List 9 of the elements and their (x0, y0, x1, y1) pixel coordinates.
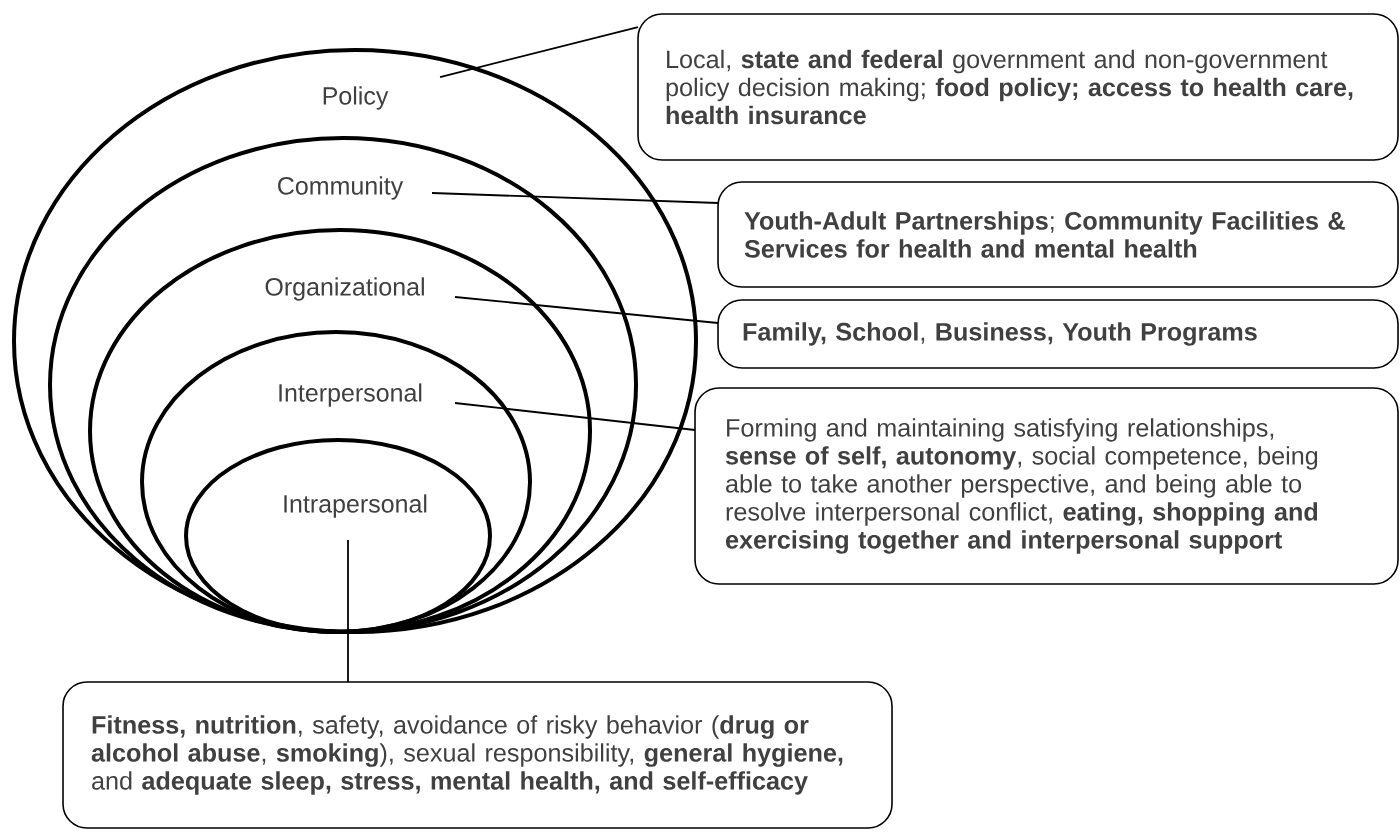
text-box: Fitness, nutrition, safety, avoidance of risky behavior (drug or alcohol abuse, smoking), sexual responsibility, general hygiene, and adequate sleep, stress, mental health, and self-efficacy (62, 681, 893, 829)
text-box: Local, state and federal government and non-government policy decision making; food policy; access to health care, health insurance (637, 13, 1399, 161)
leader-line (347, 539, 349, 683)
text-box: Family, School, Business, Youth Programs (717, 299, 1399, 369)
leader-line (431, 192, 719, 204)
text-box: Forming and maintaining satisfying relationships, sense of self, autonomy, social competence, being able to take another perspective, and being able to resolve interpersonal conflict, eating, shopping and exercising together and interpersonal support (694, 387, 1399, 585)
ellipse-layer: Intrapersonal (184, 438, 492, 634)
text-box: Youth-Adult Partnerships; Community Facilities & Services for health and mental health (717, 181, 1399, 288)
leader-line (439, 26, 639, 78)
